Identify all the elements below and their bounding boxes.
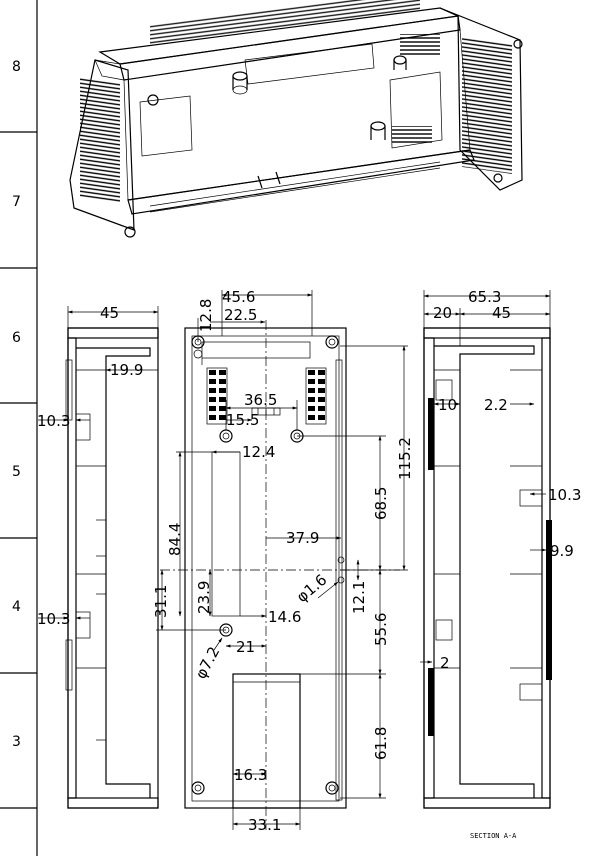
- zone-bar: 8 7 6 5 4 3: [0, 0, 38, 856]
- boss-2: [370, 121, 386, 140]
- dim-section-20: 20: [433, 304, 452, 322]
- dim-front-36-5: 36.5: [244, 391, 277, 409]
- dim-left-19-9: 19.9: [110, 361, 143, 379]
- dim-front-23-9: 23.9: [195, 581, 213, 614]
- zone-label-6: 6: [12, 330, 21, 346]
- dim-left-45: 45: [100, 304, 119, 322]
- front-view: 45.6 22.5 12.8 36.5 15.5 12.4 115.2 68.5…: [152, 288, 414, 834]
- dim-front-12-4: 12.4: [242, 443, 275, 461]
- dim-front-16-3: 16.3: [234, 766, 267, 784]
- dim-front-61-8: 61.8: [372, 727, 390, 760]
- dim-section-65-3: 65.3: [468, 288, 501, 306]
- dim-section-10-3: 10.3: [548, 486, 581, 504]
- dim-front-68-5: 68.5: [372, 487, 390, 520]
- zone-label-8: 8: [12, 59, 21, 75]
- dim-section-10: 10: [438, 396, 457, 414]
- zone-label-4: 4: [12, 599, 21, 615]
- dim-front-22-5: 22.5: [224, 306, 257, 324]
- zone-label-7: 7: [12, 194, 21, 210]
- zone-label-5: 5: [12, 464, 21, 480]
- dim-front-phi-1-6: φ1.6: [293, 571, 330, 606]
- dim-front-phi-7-2: φ7.2: [192, 644, 224, 682]
- dim-front-12-1: 12.1: [350, 581, 368, 614]
- boss-3: [393, 55, 407, 70]
- dim-front-15-5: 15.5: [226, 411, 259, 429]
- left-side-view: 45 19.9 10.3 10.3: [37, 304, 159, 809]
- dim-front-21: 21: [236, 638, 255, 656]
- dim-front-31-1: 31.1: [152, 585, 170, 618]
- vent-grid-left: [206, 367, 228, 425]
- vent-grid-right: [305, 367, 327, 425]
- dim-front-84-4: 84.4: [166, 523, 184, 556]
- dim-front-12-8: 12.8: [197, 299, 215, 332]
- dim-front-37-9: 37.9: [286, 529, 319, 547]
- dim-left-10-3-a: 10.3: [37, 412, 70, 430]
- dim-front-14-6: 14.6: [268, 608, 301, 626]
- dim-section-2: 2: [440, 654, 450, 672]
- dim-front-45-6: 45.6: [222, 288, 255, 306]
- dim-section-9-9: 9.9: [550, 542, 574, 560]
- boss-1: [232, 71, 248, 95]
- dim-left-10-3-b: 10.3: [37, 610, 70, 628]
- isometric-view: [69, 0, 523, 238]
- section-a-a-view: 65.3 20 45 10 2.2 10.3 9.9 2 SECTION A-A: [420, 288, 581, 840]
- zone-label-3: 3: [12, 734, 21, 750]
- dim-front-55-6: 55.6: [372, 613, 390, 646]
- dim-section-2-2: 2.2: [484, 396, 508, 414]
- dim-front-115-2: 115.2: [396, 437, 414, 480]
- dim-section-45: 45: [492, 304, 511, 322]
- section-title: SECTION A-A: [470, 832, 517, 840]
- dim-front-33-1: 33.1: [248, 816, 281, 834]
